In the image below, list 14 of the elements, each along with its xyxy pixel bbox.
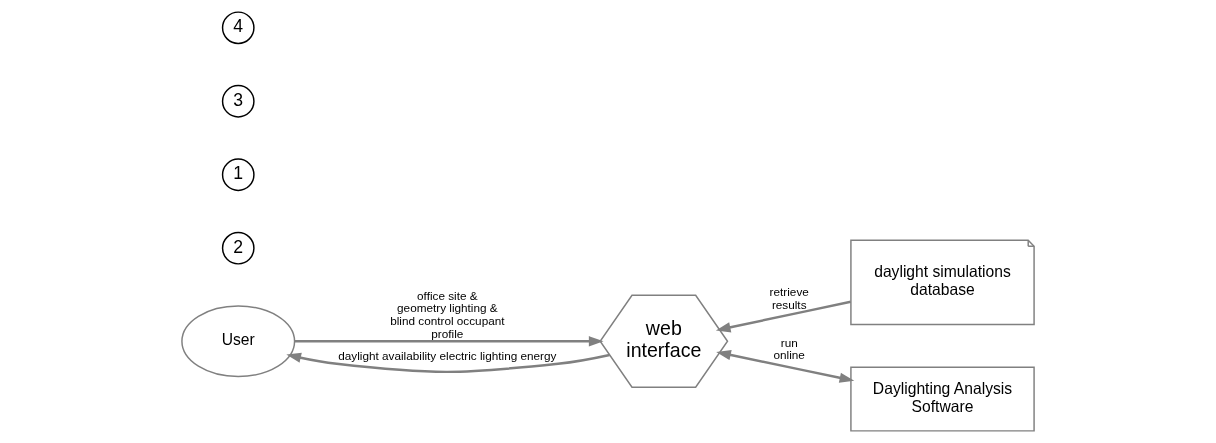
node-ellipse: User — [181, 305, 296, 378]
node-box: Daylighting Analysis Software — [850, 366, 1035, 432]
label: 1 — [233, 163, 244, 184]
arrow — [715, 300, 851, 333]
edge-label: retrieve results — [769, 284, 809, 311]
label: 2 — [233, 236, 244, 257]
arrow — [294, 336, 604, 347]
label: 4 — [233, 16, 244, 37]
edge-label: run online — [773, 335, 805, 362]
arrow — [716, 349, 855, 383]
edge-label: office site & geometry lighting & blind control occupant profile — [390, 288, 505, 340]
arrow — [286, 352, 610, 374]
edge-label: daylight availability electric lighting energy — [338, 349, 557, 363]
label: 3 — [233, 89, 244, 110]
